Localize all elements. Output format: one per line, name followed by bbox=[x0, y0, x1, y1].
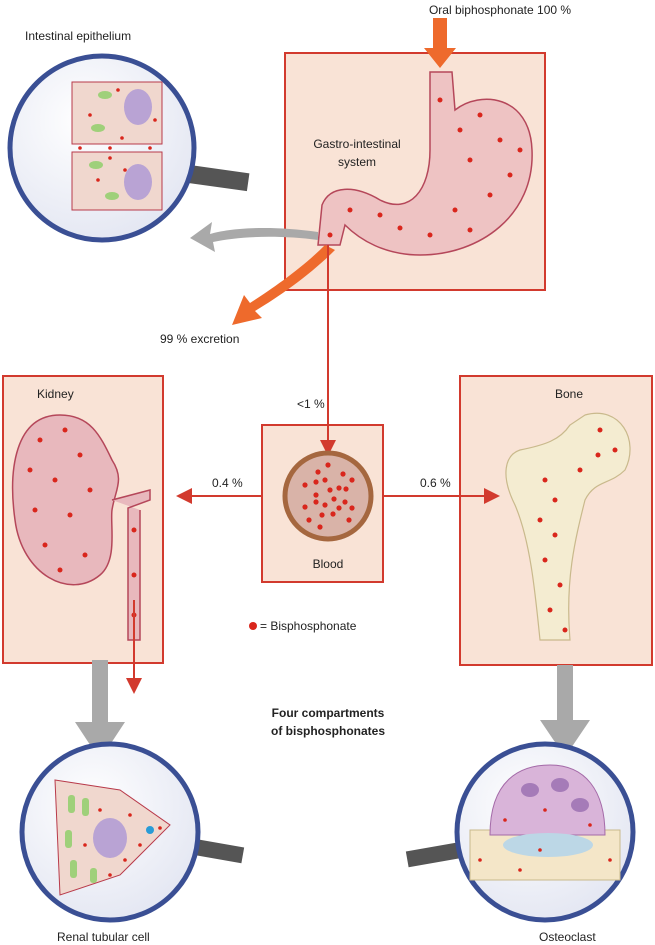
kidney-zoom-arrow bbox=[75, 660, 125, 760]
osteoclast-lens-handle bbox=[405, 842, 463, 868]
stomach-illustration bbox=[317, 71, 533, 256]
excretion-arrow bbox=[232, 245, 335, 325]
stomach-dots bbox=[327, 97, 523, 238]
title-line-2: of bisphosphonates bbox=[271, 724, 385, 738]
osteoclast-nuclei bbox=[521, 778, 589, 812]
oral-dose-label: Oral biphosphonate 100 % bbox=[429, 3, 571, 17]
gi-label-1: Gastro-intestinal bbox=[313, 137, 400, 151]
blood-dots bbox=[302, 462, 355, 530]
renal-mitochondria bbox=[65, 795, 97, 883]
renal-transporter bbox=[146, 826, 154, 834]
osteoclast-label: Osteoclast bbox=[539, 930, 596, 944]
legend-dot bbox=[249, 622, 257, 630]
blood-label: Blood bbox=[313, 557, 344, 571]
legend-label: = Bisphosphonate bbox=[260, 619, 357, 633]
bone-label: Bone bbox=[555, 387, 583, 401]
renal-cell-label: Renal tubular cell bbox=[57, 930, 150, 944]
renal-nucleus bbox=[93, 818, 127, 858]
renal-dots bbox=[83, 808, 162, 877]
title-line-1: Four compartments bbox=[272, 706, 385, 720]
excretion-label: 99 % excretion bbox=[160, 332, 239, 346]
renal-lens-handle bbox=[187, 838, 245, 864]
to-kidney-label: 0.4 % bbox=[212, 476, 243, 490]
osteoclast-cell bbox=[489, 764, 606, 836]
absorption-arrow bbox=[190, 222, 318, 252]
epithelium-cells bbox=[71, 81, 163, 211]
to-blood-label: <1 % bbox=[297, 397, 325, 411]
lens-handle bbox=[187, 164, 250, 192]
resorption-pit bbox=[503, 833, 593, 857]
kidney-label: Kidney bbox=[37, 387, 74, 401]
oral-intake-arrow bbox=[424, 18, 456, 68]
osteoclast-dots bbox=[478, 808, 612, 872]
to-bone-label: 0.6 % bbox=[420, 476, 451, 490]
bone-dots bbox=[537, 427, 618, 633]
kidney-illustration bbox=[11, 414, 120, 586]
kidney-dots bbox=[27, 427, 137, 618]
bone-zoom-arrow bbox=[540, 665, 590, 757]
ureter bbox=[111, 489, 151, 641]
gi-label-2: system bbox=[338, 155, 376, 169]
femur-illustration bbox=[505, 412, 631, 641]
intestinal-label: Intestinal epithelium bbox=[25, 29, 131, 43]
